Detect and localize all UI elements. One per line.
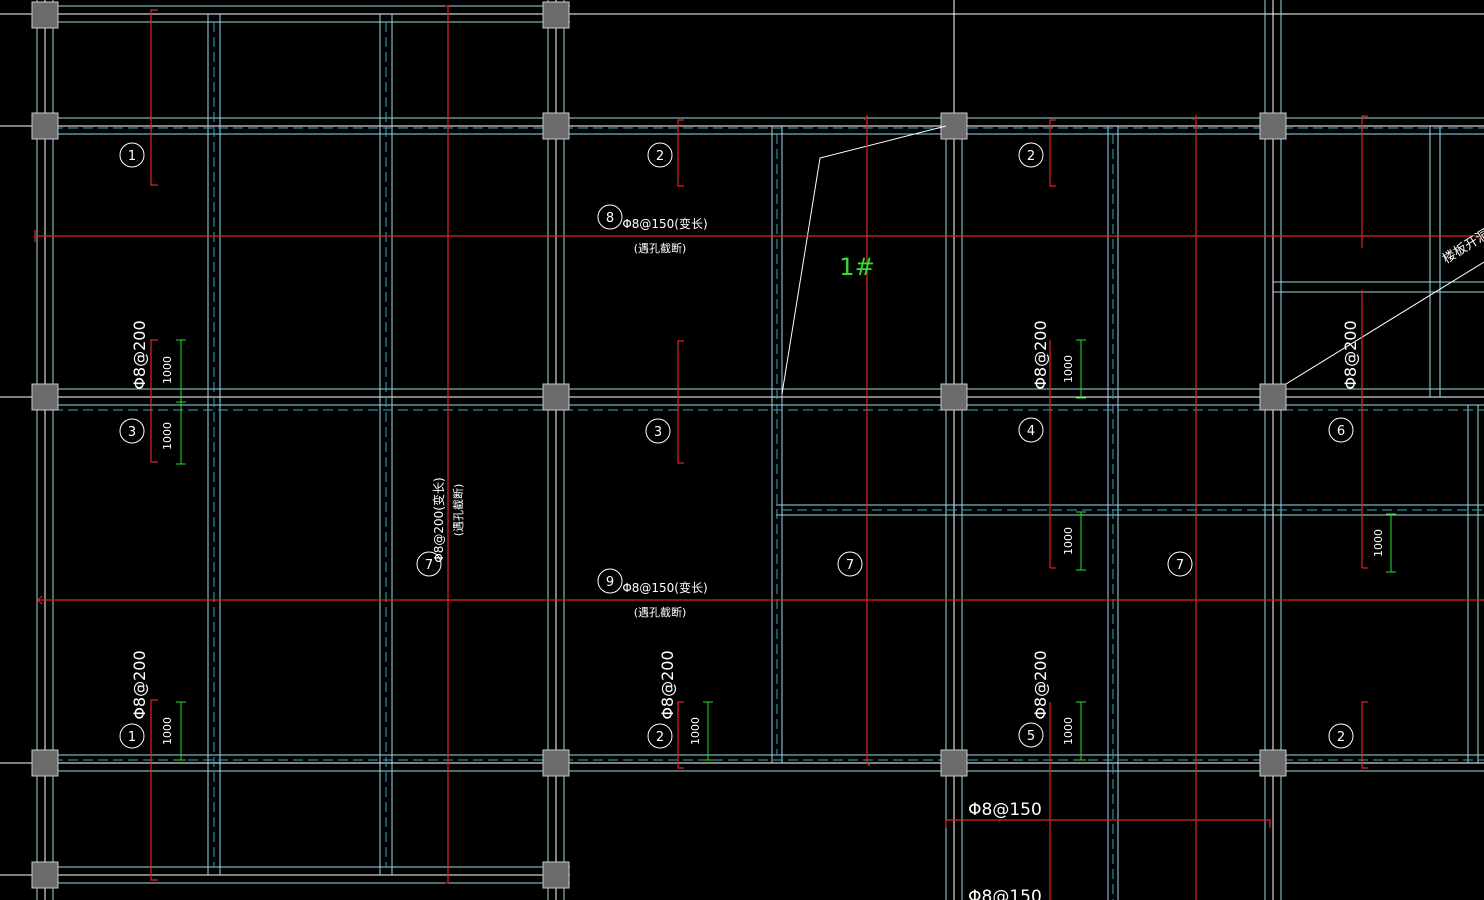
columns xyxy=(31,1,1287,889)
rebar-marker-number: 5 xyxy=(1027,729,1035,744)
column xyxy=(1259,749,1287,777)
rebar-7-sub: (遇孔截断) xyxy=(451,484,465,537)
column xyxy=(542,749,570,777)
rebar-marker: 1 xyxy=(119,142,145,168)
rebar-3a xyxy=(150,339,158,463)
rebar-marker-number: 3 xyxy=(128,425,136,440)
rebar-marker: 8 xyxy=(597,204,623,230)
rebar-9-label: Φ8@150(变长) xyxy=(622,580,707,595)
rebar-marker: 9 xyxy=(597,568,623,594)
column xyxy=(940,383,968,411)
rebar-marker-number: 7 xyxy=(1176,558,1184,573)
rebar-marker: 7 xyxy=(416,551,442,577)
rebar-marker: 7 xyxy=(1167,551,1193,577)
rebar-spec-vertical: Φ8@200 xyxy=(1031,320,1050,389)
rebar-spec-texts: Φ8@150(变长) (遇孔截断) Φ8@150(变长) (遇孔截断) Φ8@2… xyxy=(130,216,1484,900)
dim-text: 1000 xyxy=(161,422,174,450)
rebar-bottom-label: Φ8@150 xyxy=(968,800,1042,820)
rebar-7b xyxy=(863,114,871,767)
column xyxy=(1259,383,1287,411)
rebar-marker-number: 2 xyxy=(656,149,664,164)
dim-text: 1000 xyxy=(161,717,174,745)
rebar-3 xyxy=(1049,119,1056,187)
rebar-bottom-label-2: Φ8@150 xyxy=(968,887,1042,900)
column xyxy=(542,861,570,889)
rebar-marker: 2 xyxy=(647,142,673,168)
column xyxy=(31,1,59,29)
dim-text: 1000 xyxy=(161,356,174,384)
rebar-marker: 1 xyxy=(119,723,145,749)
rebar-3b xyxy=(677,340,684,464)
column xyxy=(542,1,570,29)
rebar-marker: 2 xyxy=(1328,723,1354,749)
rebar-markers: 1 2 2 8 3 3 4 6 7 9 7 7 1 2 5 2 xyxy=(119,142,1354,749)
rebar-marker-number: 2 xyxy=(656,730,664,745)
rebar-marker-number: 1 xyxy=(128,730,136,745)
column xyxy=(542,112,570,140)
slab-opening xyxy=(781,125,1484,395)
rebar-9-tick xyxy=(37,595,43,605)
rebar-marker: 4 xyxy=(1018,417,1044,443)
rebar-marker: 3 xyxy=(119,418,145,444)
rebar-marker-number: 4 xyxy=(1027,424,1035,439)
column xyxy=(1259,112,1287,140)
dim-text: 1000 xyxy=(689,717,702,745)
leader-line xyxy=(1285,261,1484,385)
rebar-spec-vertical: Φ8@200 xyxy=(130,650,149,719)
rebar-spec-vertical: Φ8@200 xyxy=(130,320,149,389)
column xyxy=(31,749,59,777)
rebar-marker-number: 2 xyxy=(1337,730,1345,745)
beams-hidden xyxy=(53,22,1484,900)
rebar-marker: 5 xyxy=(1018,722,1044,748)
rebar-1 xyxy=(150,9,158,186)
rebar-marker: 2 xyxy=(647,723,673,749)
opening-outline xyxy=(781,125,947,395)
column xyxy=(940,749,968,777)
rebar-7-label: Φ8@200(变长) xyxy=(431,477,446,562)
rebar-marker: 7 xyxy=(837,551,863,577)
rebar-marker: 3 xyxy=(645,418,671,444)
rebar-marker: 6 xyxy=(1328,417,1354,443)
rebar-marker-number: 1 xyxy=(128,149,136,164)
rebar-4 xyxy=(1361,115,1368,248)
dim-text: 1000 xyxy=(1062,527,1075,555)
column xyxy=(542,383,570,411)
dim-text: 1000 xyxy=(1062,717,1075,745)
rebar-2c xyxy=(1361,701,1368,769)
rebar-bottom-line xyxy=(945,819,1271,828)
rebar-spec-vertical: Φ8@200 xyxy=(1341,320,1360,389)
rebar-spec-vertical: Φ8@200 xyxy=(1031,650,1050,719)
rebar-marker-number: 9 xyxy=(606,575,614,590)
rebar-8-label: Φ8@150(变长) xyxy=(622,216,707,231)
zone-label: 1# xyxy=(839,253,874,281)
rebar-2 xyxy=(677,119,684,187)
rebar-marker: 2 xyxy=(1018,142,1044,168)
rebar-2b xyxy=(677,701,684,769)
dim-text: 1000 xyxy=(1372,529,1385,557)
rebar-marker-number: 3 xyxy=(654,425,662,440)
dimensions xyxy=(176,339,1396,761)
rebar-9-sub: (遇孔截断) xyxy=(634,605,687,619)
column xyxy=(31,383,59,411)
dimension-texts: 1000 1000 1000 1000 1000 1000 1000 1000 xyxy=(161,355,1385,745)
rebar-marker-number: 2 xyxy=(1027,149,1035,164)
rebar-8-sub: (遇孔截断) xyxy=(634,241,687,255)
rebar-7-line xyxy=(445,5,449,884)
column xyxy=(31,861,59,889)
rebars xyxy=(34,5,1484,900)
rebar-7c xyxy=(1192,114,1197,900)
rebar-1b xyxy=(150,699,158,881)
dim-text: 1000 xyxy=(1062,355,1075,383)
rebar-marker-number: 8 xyxy=(606,211,614,226)
column xyxy=(31,112,59,140)
rebar-spec-vertical: Φ8@200 xyxy=(658,650,677,719)
rebar-marker-number: 7 xyxy=(425,558,433,573)
rebar-marker-number: 7 xyxy=(846,558,854,573)
rebar-marker-number: 6 xyxy=(1337,424,1345,439)
